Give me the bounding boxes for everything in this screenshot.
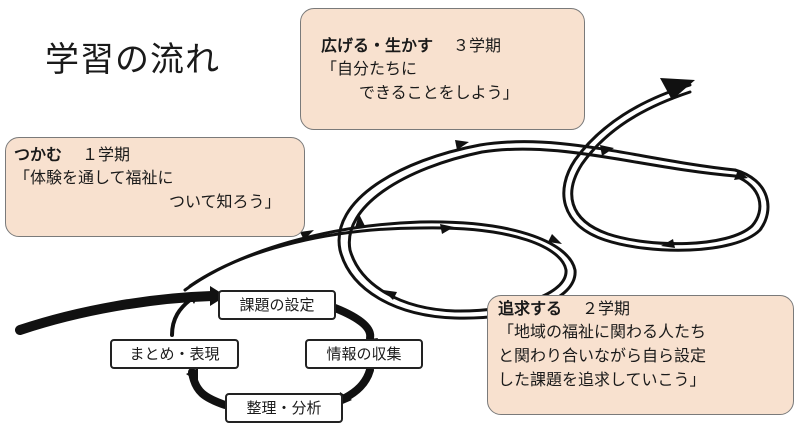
stage-tsuikyu-line3: した課題を追求していこう」 xyxy=(498,370,706,389)
spiral-loop-1 xyxy=(183,140,737,320)
arrowhead-3 xyxy=(548,234,562,244)
lead-in-arrow xyxy=(15,291,217,335)
arrowhead-2 xyxy=(440,224,454,234)
stage-tsukamu-term: １学期 xyxy=(82,145,131,164)
stage-tsuikyu-line1: 「地域の福祉に関わる人たち xyxy=(498,322,707,341)
arrowhead-7 xyxy=(661,239,675,248)
stage-tsukamu-line2: ついて知ろう」 xyxy=(169,192,281,211)
stage-tsukamu-line1: 「体験を通して福祉に xyxy=(14,168,174,187)
cycle-arrow-2 xyxy=(341,366,374,402)
stage-tsuikyu-callout: 追求する ２学期 「地域の福祉に関わる人たち と関わり合いながら自ら設定 した課題… xyxy=(487,295,794,415)
cycle-summarize-box: まとめ・表現 xyxy=(110,339,239,369)
arrowhead-9 xyxy=(355,214,365,228)
stage-hirogeru-line2: できることをしよう」 xyxy=(359,83,519,102)
arrowhead-1 xyxy=(300,230,314,240)
cycle-organize-box: 整理・分析 xyxy=(225,393,343,423)
cycle-set-task-box: 課題の設定 xyxy=(218,290,336,320)
stage-tsuikyu-term: ２学期 xyxy=(582,299,631,318)
stage-tsuikyu-header: 追求する ２学期 xyxy=(498,298,793,320)
stage-hirogeru-term: ３学期 xyxy=(453,36,502,55)
page-title: 学習の流れ xyxy=(45,40,220,80)
arrowhead-5 xyxy=(600,145,614,156)
stage-hirogeru-callout: 広げる・生かす ３学期 「自分たちに できることをしよう」 xyxy=(300,8,585,130)
stage-tsukamu-header: つかむ １学期 xyxy=(14,144,304,166)
stage-hirogeru-header: 広げる・生かす ３学期 xyxy=(321,35,584,57)
spiral-loop-2 xyxy=(562,83,770,252)
stage-hirogeru-line1: 「自分たちに xyxy=(321,59,418,78)
cycle-collect-info-box: 情報の収集 xyxy=(305,339,423,369)
arrowhead-8 xyxy=(383,290,397,300)
stage-hirogeru-name: 広げる・生かす xyxy=(321,36,434,55)
cycle-arrow-1 xyxy=(331,304,375,342)
stage-tsuikyu-line2: と関わり合いながら自ら設定 xyxy=(498,346,707,365)
final-arrowhead xyxy=(660,78,695,100)
cycle-arrow-4 xyxy=(170,298,192,337)
stage-tsukamu-callout: つかむ １学期 「体験を通して福祉に ついて知ろう」 xyxy=(5,137,305,237)
stage-tsuikyu-name: 追求する xyxy=(498,299,563,318)
cycle-head-4 xyxy=(188,292,200,304)
stage-tsukamu-name: つかむ xyxy=(14,145,63,164)
arrowhead-4 xyxy=(455,140,469,150)
arrowhead-6 xyxy=(734,170,748,180)
cycle-head-3 xyxy=(186,368,198,382)
